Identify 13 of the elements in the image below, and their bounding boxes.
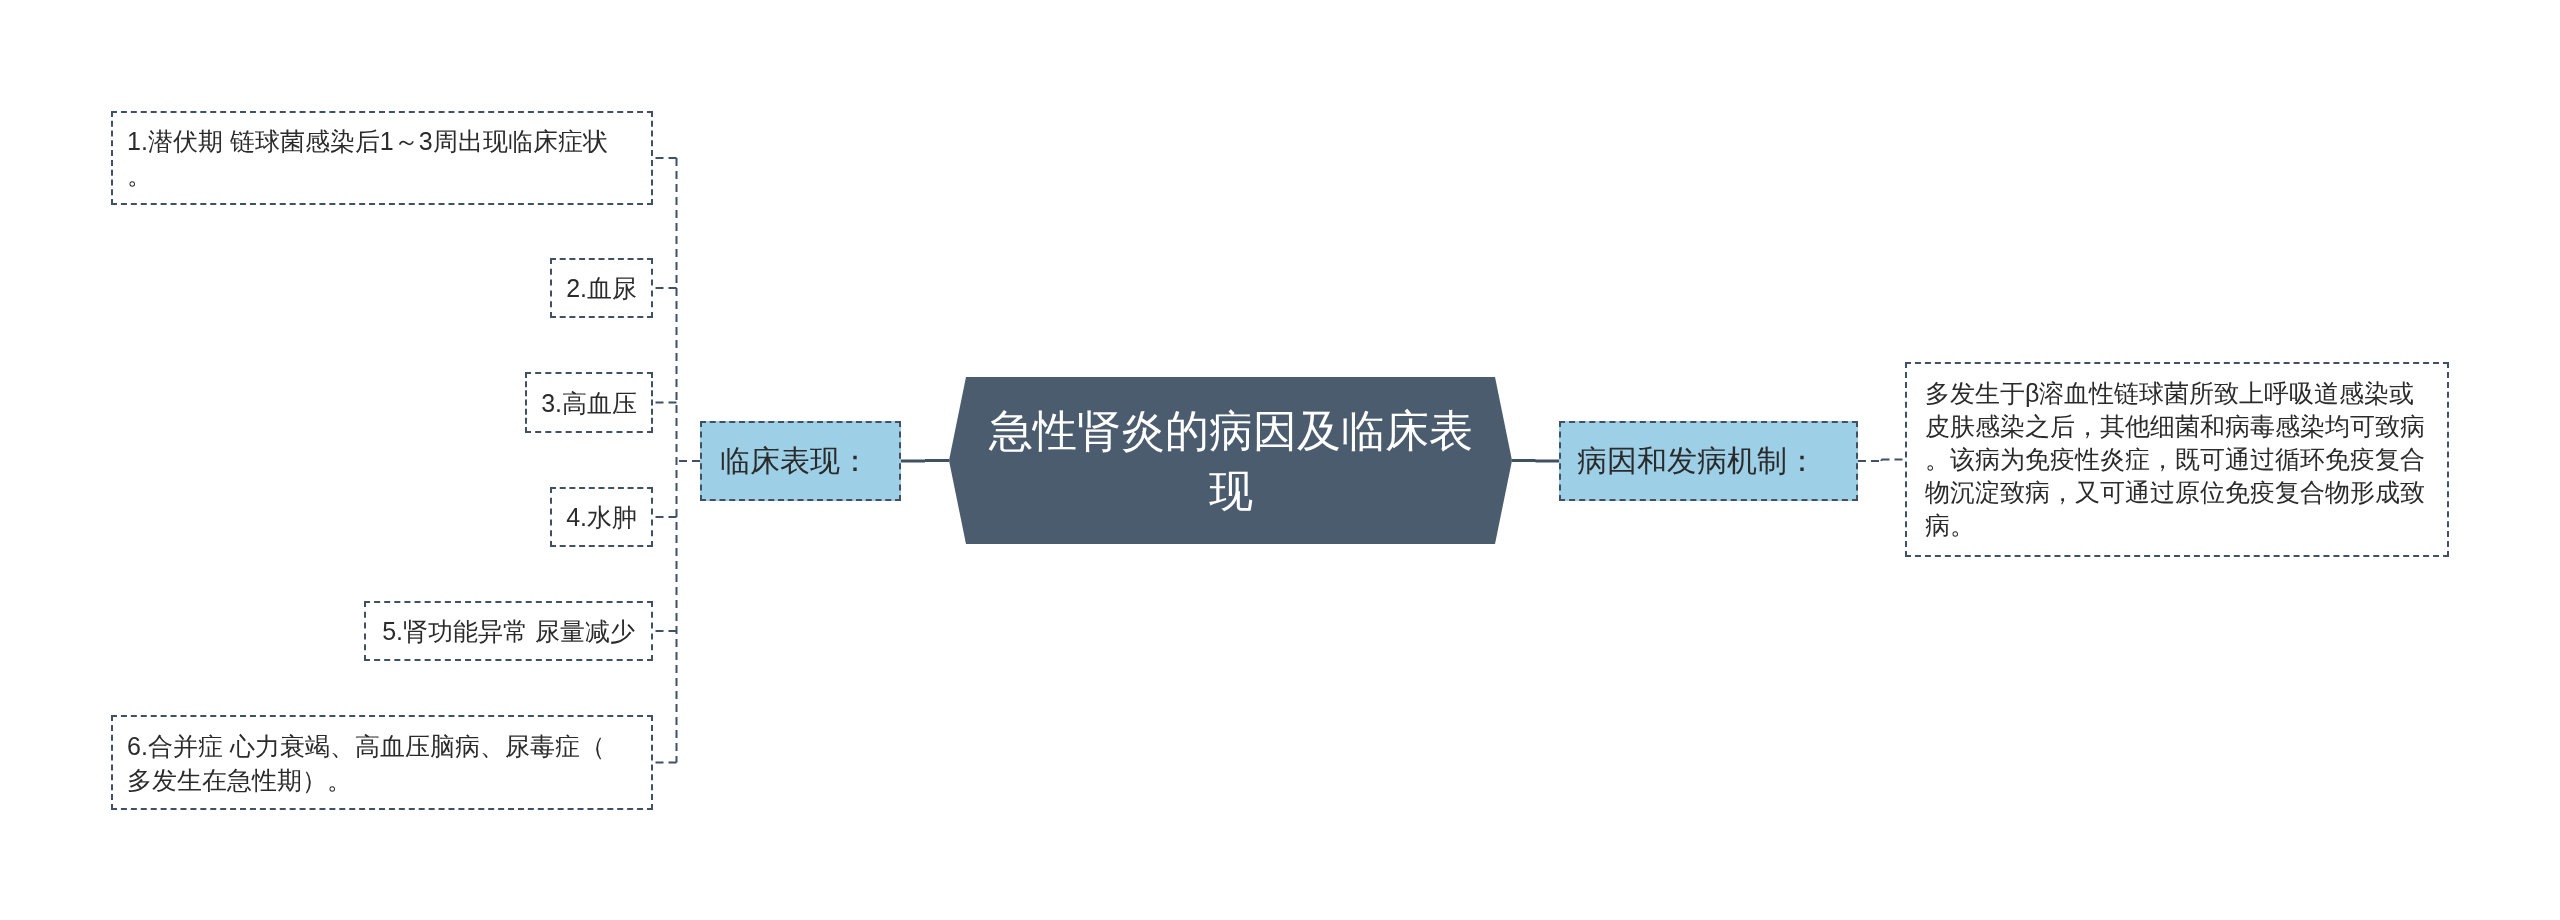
connector-line — [899, 459, 951, 463]
text-box: 4.水肿 — [550, 487, 653, 547]
topic-box: 临床表现： — [700, 421, 901, 501]
connector-line — [1857, 458, 1906, 462]
connector-line — [1510, 459, 1561, 463]
text-box: 3.高血压 — [525, 372, 653, 433]
topic-box: 病因和发病机制： — [1559, 421, 1858, 501]
title-hexagon: 急性肾炎的病因及临床表现 — [949, 377, 1512, 544]
text-box: 2.血尿 — [550, 258, 653, 318]
text-box: 6.合并症 心力衰竭、高血压脑病、尿毒症（多发生在急性期）。 — [111, 715, 653, 810]
text-box: 多发生于β溶血性链球菌所致上呼吸道感染或皮肤感染之后，其他细菌和病毒感染均可致病。该病为免疫性炎症，既可通过循环免疫复合物沉淀致病，又可通过原位免疫复合物形成致病。 — [1905, 362, 2449, 557]
text-box: 1.潜伏期 链球菌感染后1～3周出现临床症状。 — [111, 111, 653, 205]
text-box: 5.肾功能异常 尿量减少 — [364, 601, 653, 661]
